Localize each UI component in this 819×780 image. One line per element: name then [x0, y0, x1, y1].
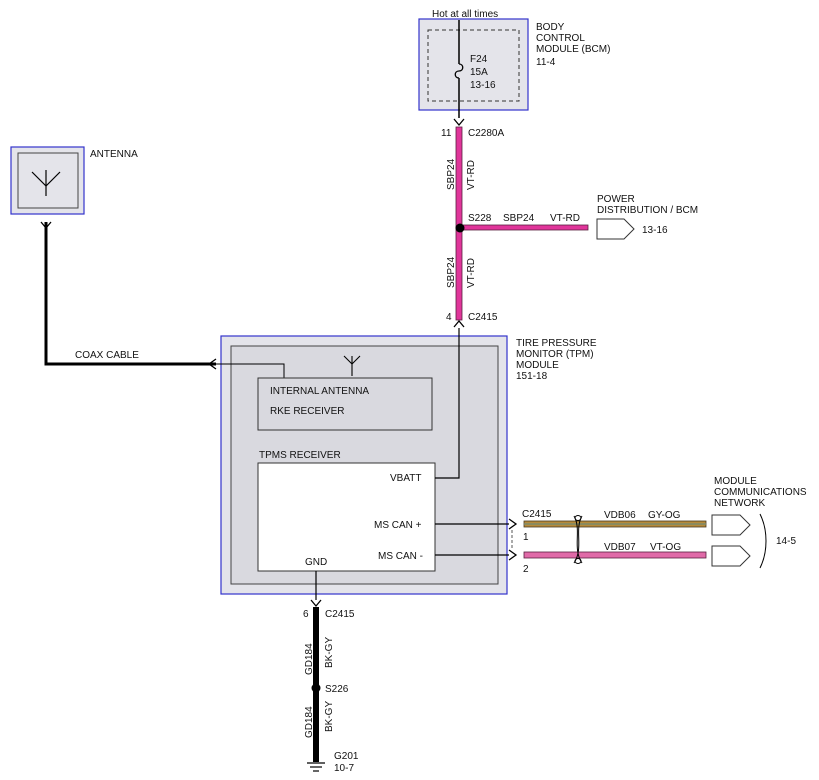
coax-connector-pin	[207, 358, 217, 370]
antenna-inner-box	[17, 152, 79, 209]
branch-color-label: VT-RD	[550, 213, 580, 224]
pin-6-label: 6	[303, 609, 309, 620]
vbatt-pin-label: VBATT	[390, 473, 421, 484]
connector-c2415-pin2	[508, 549, 518, 561]
wire-sbp24-branch	[461, 224, 589, 231]
tpm-ref: 151-18	[516, 371, 548, 382]
mcn-label-line1: MODULE	[714, 476, 757, 487]
mcn-label-line3: NETWORK	[714, 498, 765, 509]
fuse-f24-symbol	[454, 63, 464, 79]
wire-vdb06-circuit: VDB06	[604, 510, 636, 521]
tpms-receiver-label: TPMS RECEIVER	[259, 450, 341, 461]
wire-vdb07-circuit: VDB07	[604, 542, 636, 553]
branch-circuit-label: SBP24	[503, 213, 535, 224]
connector-c2415-top-label: C2415	[468, 312, 498, 323]
splice-s226-label: S226	[325, 684, 349, 695]
coax-cable-label: COAX CABLE	[75, 350, 139, 361]
twisted-pair-symbol	[573, 515, 583, 564]
pin-11-label: 11	[441, 128, 452, 139]
hot-at-all-times-label: Hot at all times	[432, 9, 498, 20]
wire-gd184-color-upper: BK-GY	[324, 637, 335, 668]
connector-c2415-gnd-label: C2415	[325, 609, 355, 620]
tpms-receiver-box	[257, 462, 436, 572]
mcn-ref: 14-5	[776, 536, 796, 547]
wire-vdb06-color: GY-OG	[648, 510, 681, 521]
pin-4-label: 4	[446, 312, 452, 323]
rke-receiver-label: RKE RECEIVER	[270, 406, 344, 417]
can-pin2-label: 2	[523, 564, 529, 575]
ground-g201-ref: 10-7	[334, 763, 354, 774]
antenna-label: ANTENNA	[90, 149, 138, 160]
internal-antenna-icon	[343, 355, 361, 376]
fuse-rating: 15A	[470, 67, 488, 78]
antenna-box	[10, 146, 85, 215]
wire-vdb07-vt-og	[523, 551, 707, 559]
bcm-label-line1: BODY	[536, 22, 565, 33]
ground-g201-label: G201	[334, 751, 359, 762]
bcm-module	[418, 18, 529, 111]
wire-sbp24-vertical	[455, 126, 463, 321]
bcm-label-line2: CONTROL	[536, 33, 585, 44]
wire-color-vt-rd-lower: VT-RD	[466, 258, 477, 288]
tpm-label-line3: MODULE	[516, 360, 559, 371]
vbatt-internal-wire	[435, 328, 460, 479]
connector-c2280a-pin	[453, 118, 465, 127]
can-pin1-label: 1	[523, 532, 529, 543]
wire-gd184-color-lower: BK-GY	[324, 701, 335, 732]
bcm-dashed-box	[427, 29, 520, 102]
gnd-pin-label: GND	[305, 557, 327, 568]
rke-receiver-box	[257, 377, 433, 431]
ms-can-plus-pin-label: MS CAN +	[374, 520, 422, 531]
tpm-label-line1: TIRE PRESSURE	[516, 338, 597, 349]
mcn-label-line2: COMMUNICATIONS	[714, 487, 807, 498]
antenna-icon	[31, 170, 61, 196]
splice-s228-label: S228	[468, 213, 492, 224]
splice-s228-dot	[455, 223, 465, 233]
connector-c2415-pin1	[508, 518, 518, 530]
wire-color-vt-rd-upper: VT-RD	[466, 160, 477, 190]
bcm-label-line3: MODULE (BCM)	[536, 44, 610, 55]
power-distribution-label-line1: POWER	[597, 194, 635, 205]
splice-s226-dot	[311, 683, 321, 693]
ms-can-minus-pin-label: MS CAN -	[378, 551, 423, 562]
mcn-bracket	[759, 513, 767, 569]
power-distribution-label-line2: DISTRIBUTION / BCM	[597, 205, 698, 216]
power-distribution-connector	[596, 218, 635, 240]
wire-vdb07-color: VT-OG	[650, 542, 681, 553]
wire-gd184-circuit-upper: GD184	[304, 643, 315, 675]
mcn-connector-2	[711, 545, 751, 567]
bcm-box	[418, 18, 529, 111]
bcm-ref: 11-4	[536, 57, 556, 68]
power-distribution-ref: 13-16	[642, 225, 668, 236]
internal-antenna-label: INTERNAL ANTENNA	[270, 386, 369, 397]
internal-coax-wire	[216, 363, 285, 378]
tpm-label-line2: MONITOR (TPM)	[516, 349, 594, 360]
wire-circuit-sbp24-upper: SBP24	[446, 158, 457, 190]
connector-c2415-can-label: C2415	[522, 509, 552, 520]
wire-circuit-sbp24-lower: SBP24	[446, 256, 457, 288]
connector-c2415-pin6	[310, 599, 322, 608]
connector-c2280a-label: C2280A	[468, 128, 504, 139]
fuse-id: F24	[470, 54, 488, 65]
connector-c2415-vbatt-pin	[453, 319, 465, 328]
mcn-connector-1	[711, 514, 751, 536]
ground-g201-symbol	[307, 762, 325, 772]
fuse-ref: 13-16	[470, 80, 496, 91]
coax-cable-wire	[44, 222, 216, 366]
wire-gd184-circuit-lower: GD184	[304, 706, 315, 738]
